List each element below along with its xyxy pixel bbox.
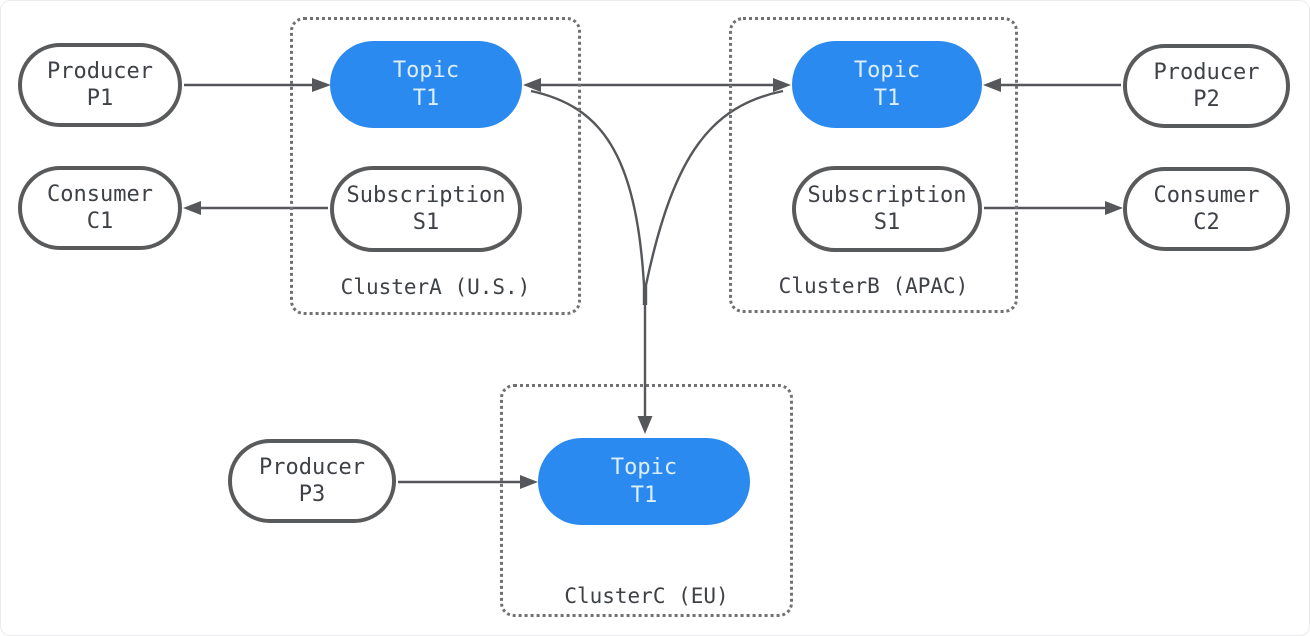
subscription-a-label-line1: Subscription: [346, 182, 506, 208]
consumer-c2-label-line2: C2: [1193, 210, 1220, 235]
consumer-c2-label-line1: Consumer: [1153, 182, 1260, 208]
consumer-c1-node: Consumer C1: [18, 166, 182, 250]
cluster-b-box: ClusterB (APAC): [729, 17, 1018, 313]
arrowhead-sub-a-to-c1: [183, 201, 201, 215]
cluster-b-label: ClusterB (APAC): [778, 274, 969, 298]
topic-t1-cluster-b-node: Topic T1: [792, 41, 982, 128]
subscription-b-label-line2: S1: [873, 210, 901, 235]
consumer-c1-label-line2: C1: [86, 209, 114, 234]
topic-a-label-line2: T1: [412, 85, 440, 111]
topic-a-label-line1: Topic: [392, 58, 460, 83]
cluster-a-box: ClusterA (U.S.): [290, 17, 581, 315]
subscription-a-label-line2: S1: [412, 210, 440, 235]
cluster-c-label: ClusterC (EU): [564, 584, 729, 608]
producer-p1-label-line1: Producer: [47, 58, 153, 84]
producer-p2-node: Producer P2: [1123, 44, 1290, 128]
topic-t1-cluster-a-node: Topic T1: [330, 41, 522, 128]
cluster-c-box: ClusterC (EU): [500, 384, 793, 617]
producer-p2-label-line2: P2: [1193, 87, 1220, 112]
topic-t1-cluster-c-node: Topic T1: [538, 438, 750, 525]
consumer-c2-node: Consumer C2: [1123, 167, 1290, 251]
topic-b-label-line2: T1: [873, 85, 901, 111]
cluster-a-label: ClusterA (U.S.): [340, 275, 531, 299]
producer-p1-label-line2: P1: [86, 86, 114, 111]
topic-c-label-line1: Topic: [610, 455, 678, 480]
topic-b-label-line1: Topic: [853, 58, 921, 83]
topic-c-label-line2: T1: [630, 482, 658, 508]
producer-p3-label-line2: P3: [298, 482, 326, 507]
subscription-b-label-line1: Subscription: [807, 182, 967, 208]
producer-p1-node: Producer P1: [18, 43, 182, 127]
arrowhead-sub-b-to-c2: [1105, 201, 1123, 215]
producer-p3-label-line1: Producer: [259, 454, 365, 480]
producer-p2-label-line1: Producer: [1153, 59, 1260, 85]
subscription-s1-cluster-a-node: Subscription S1: [330, 166, 522, 252]
consumer-c1-label-line1: Consumer: [47, 181, 153, 207]
producer-p3-node: Producer P3: [228, 439, 396, 523]
subscription-s1-cluster-b-node: Subscription S1: [792, 166, 982, 252]
